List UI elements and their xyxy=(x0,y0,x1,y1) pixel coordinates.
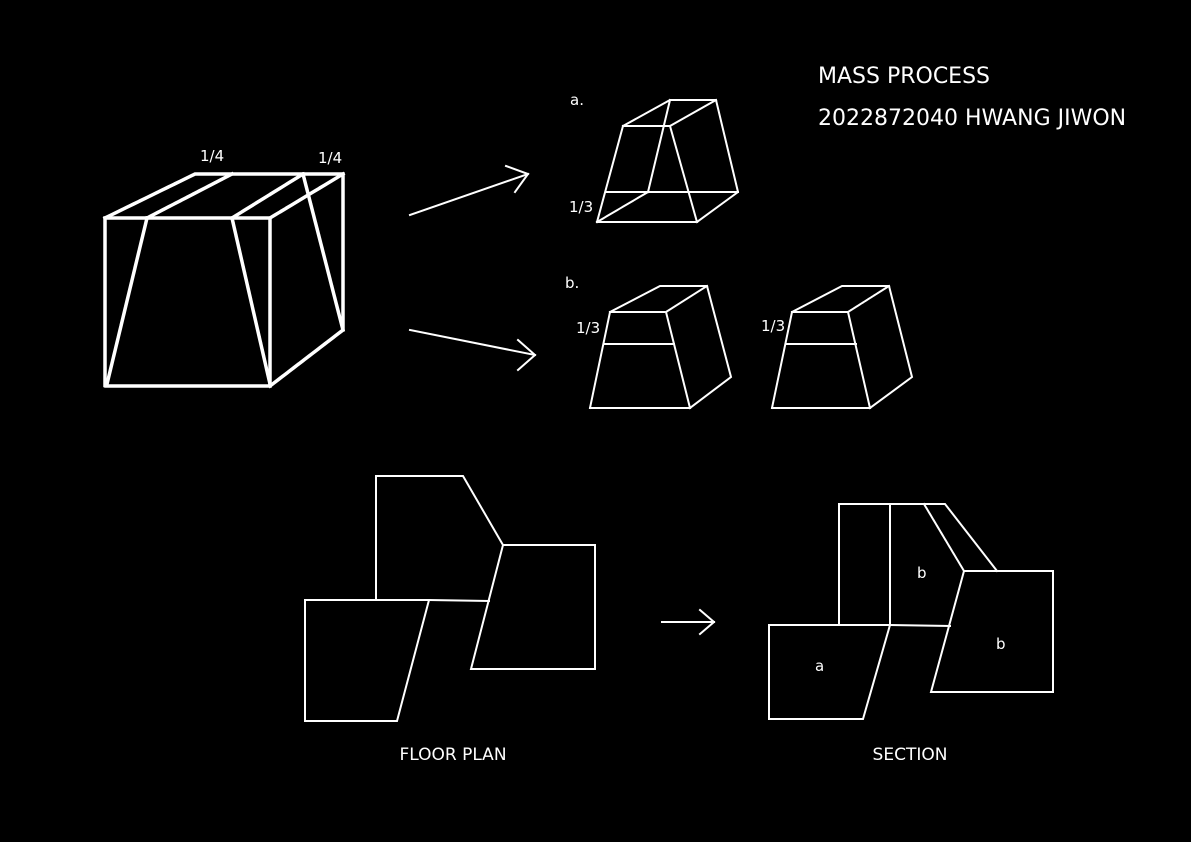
section-drawing: a b b SECTION xyxy=(768,502,1054,765)
variant-b1-front-right-edge xyxy=(664,310,692,410)
variant-b-frustum-1: 1/3 xyxy=(576,284,733,410)
cube-top-cut-right xyxy=(229,171,306,221)
section-block-a xyxy=(768,624,892,720)
section-hidden-edge xyxy=(922,502,966,573)
author-line: 2022872040 HWANG JIWON xyxy=(818,106,1126,131)
cube-front-cut-left xyxy=(104,215,150,387)
floor-plan-connector xyxy=(427,598,491,603)
floor-plan-upper-block xyxy=(375,475,505,601)
cube-top-edge xyxy=(267,171,346,221)
cube-top-right-edges xyxy=(102,172,345,389)
section-block-b xyxy=(929,570,1054,693)
variant-a-base-left xyxy=(595,190,650,224)
variant-b-label: b. xyxy=(565,274,579,292)
variant-b1-left-edge xyxy=(588,310,612,410)
variant-b2-left-edge xyxy=(770,310,794,410)
cube-front-face xyxy=(103,216,272,388)
floor-plan-right-block xyxy=(469,544,596,670)
arrow-to-variant-a xyxy=(408,164,530,217)
variant-a-top-right xyxy=(668,98,718,128)
section-connector xyxy=(888,623,952,628)
floor-plan-left-block xyxy=(304,599,431,722)
diagram-title: MASS PROCESS xyxy=(818,64,990,89)
section-caption: SECTION xyxy=(873,745,948,765)
section-upper-block xyxy=(838,503,999,626)
variant-a-ratio-label: 1/3 xyxy=(569,198,593,216)
arrow-plan-to-section xyxy=(661,608,716,636)
floor-plan-caption: FLOOR PLAN xyxy=(399,745,506,765)
variant-a-frustum: a. 1/3 xyxy=(569,91,740,224)
variant-b1-ratio-label: 1/3 xyxy=(576,319,600,337)
cube-front-cut-right xyxy=(229,215,273,387)
floor-plan: FLOOR PLAN xyxy=(304,475,596,765)
variant-b2-top-right xyxy=(846,284,891,314)
variant-b1-outer-back xyxy=(608,285,733,410)
variant-a-back-left-edge xyxy=(646,98,672,194)
section-zone-b-lower-label: b xyxy=(996,635,1006,653)
section-zone-b-upper-label: b xyxy=(917,564,927,582)
cube-quarter-label-left: 1/4 xyxy=(200,147,224,165)
variant-b2-front-right-edge xyxy=(846,310,872,410)
variant-b2-ratio-label: 1/3 xyxy=(761,317,785,335)
arrow-to-variant-b xyxy=(408,328,537,372)
cube-side-cut xyxy=(300,171,346,333)
variant-a-left-edge xyxy=(595,124,625,224)
cube-quarter-label-right: 1/4 xyxy=(318,149,342,167)
variant-b1-top-right xyxy=(664,284,709,314)
variant-b2-outer-back xyxy=(790,285,914,410)
cube-sketch: 1/4 1/4 xyxy=(102,147,346,389)
section-zone-a-label: a xyxy=(815,657,824,675)
variant-a-label: a. xyxy=(570,91,584,109)
variant-b-frustum-2: 1/3 xyxy=(761,284,914,410)
variant-a-front-right-edge xyxy=(668,124,699,224)
cube-top-cut-left xyxy=(144,171,235,221)
